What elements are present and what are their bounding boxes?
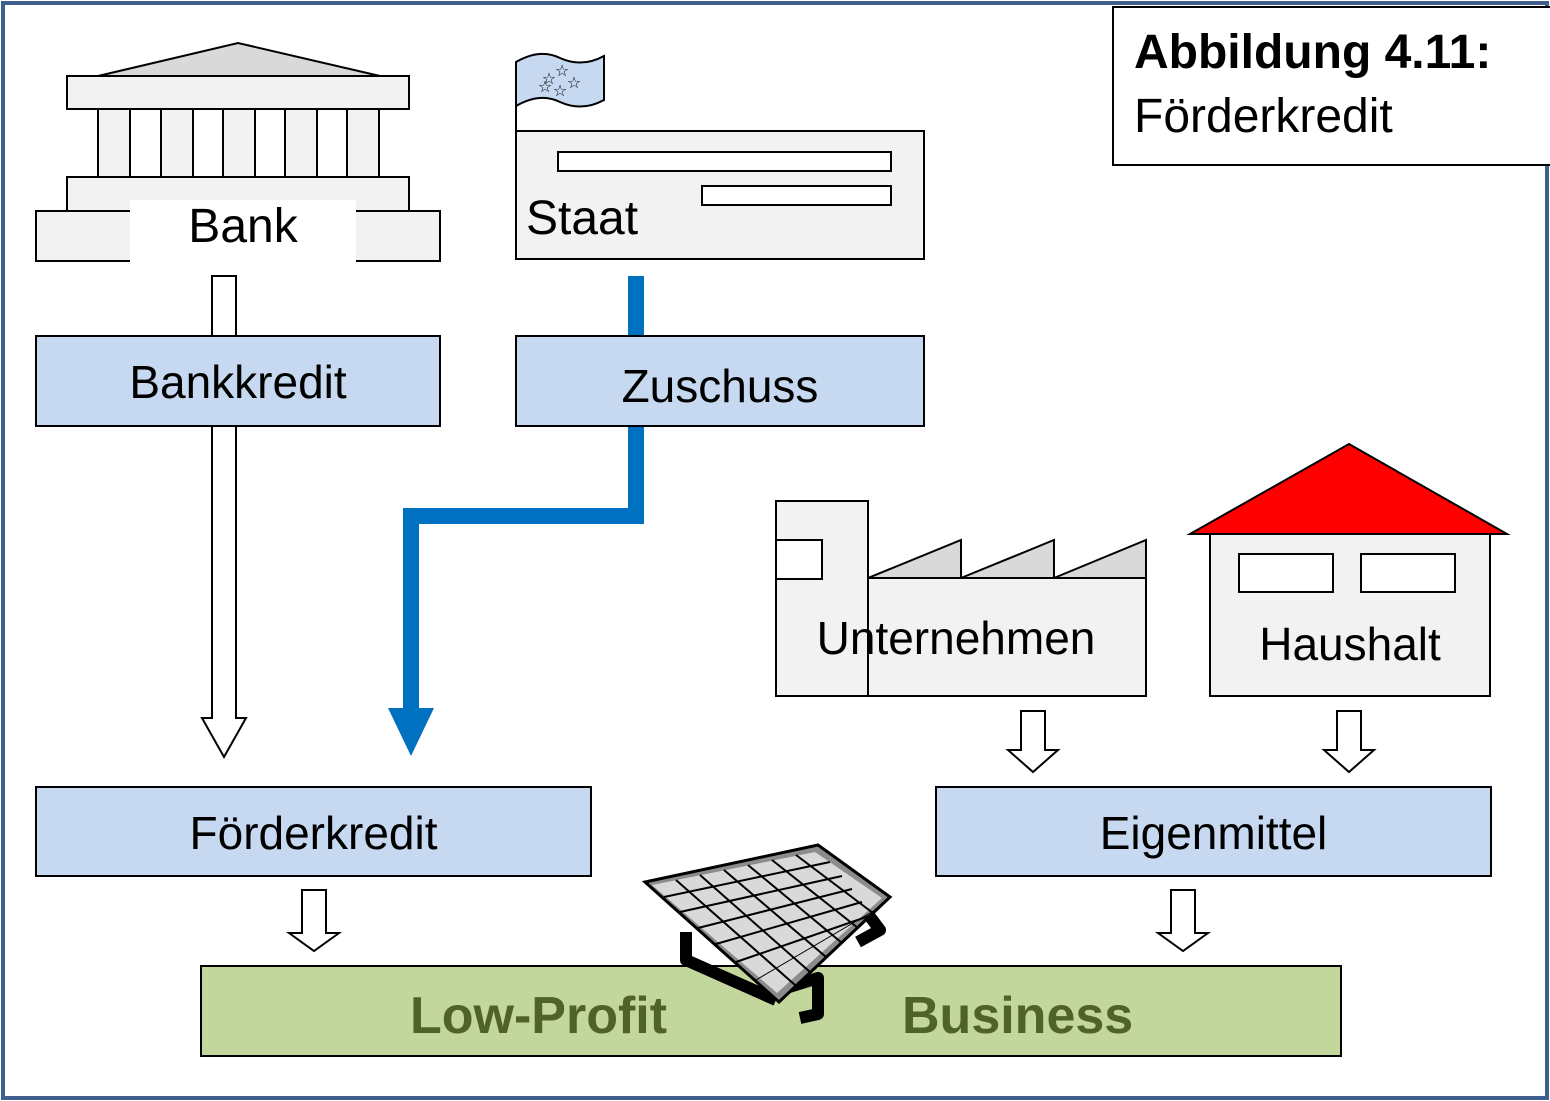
foerderkredit-label: Förderkredit [189, 807, 438, 859]
svg-text:☆: ☆ [542, 69, 556, 88]
eigenmittel-box [935, 786, 1492, 877]
haushalt-to-eigenmittel-arrow [1321, 710, 1377, 774]
foerderkredit-to-business-arrow [285, 889, 343, 953]
eigenmittel-to-business-arrow [1154, 889, 1212, 953]
business-label-left: Low-Profit [410, 987, 668, 1045]
bankkredit-box [35, 335, 441, 427]
staat-flow-arrowhead [388, 708, 434, 756]
government-building-icon [515, 130, 925, 260]
haushalt-label: Haushalt [1259, 618, 1441, 670]
flag-icon: ☆ ☆ ☆ ☆ ☆ [515, 52, 605, 131]
bank-building-icon [35, 41, 441, 262]
figure-title-box: Abbildung 4.11: Förderkredit [1112, 6, 1550, 166]
staat-label: Staat [526, 191, 639, 245]
svg-text:☆: ☆ [567, 73, 581, 92]
factory-icon [775, 500, 1147, 697]
figure-title: Förderkredit [1134, 90, 1393, 143]
bankkredit-label: Bankkredit [129, 356, 347, 408]
house-icon [1186, 442, 1511, 697]
zuschuss-box [515, 335, 925, 427]
svg-text:☆: ☆ [538, 77, 552, 96]
eigenmittel-label: Eigenmittel [1099, 807, 1328, 859]
svg-text:☆: ☆ [553, 81, 567, 100]
business-label-right: Business [902, 987, 1134, 1045]
unternehmen-label: Unternehmen [816, 612, 1096, 664]
solar-panel-icon [641, 843, 893, 1024]
svg-text:☆: ☆ [555, 61, 569, 80]
foerderkredit-box [35, 786, 592, 877]
bank-label: Bank [188, 199, 298, 253]
zuschuss-label: Zuschuss [621, 360, 819, 412]
unternehmen-to-eigenmittel-arrow [1005, 710, 1061, 774]
figure-number: Abbildung 4.11: [1134, 26, 1492, 79]
